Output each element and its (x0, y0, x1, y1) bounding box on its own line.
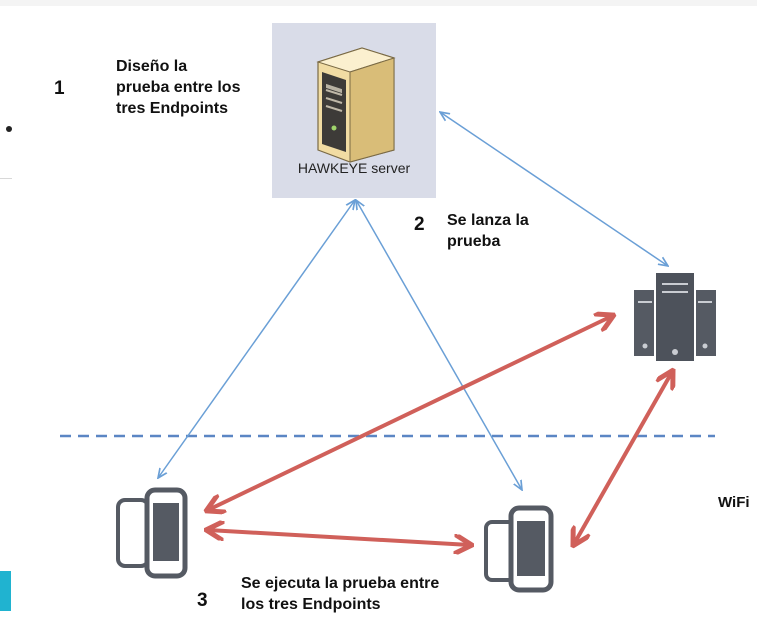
step-1-text: Diseño la prueba entre los tres Endpoint… (116, 58, 241, 117)
wifi-label: WiFi (718, 494, 750, 511)
left-frame-tab (0, 571, 11, 611)
step-2-text: Se lanza la prueba (447, 212, 529, 250)
step-3-number: 3 (197, 590, 208, 611)
step-3-note: Se ejecuta la prueba entre los tres Endp… (241, 573, 439, 615)
test-arrow-left-phones-rack (208, 316, 612, 510)
control-arrow-server-rack (440, 112, 668, 266)
step-1-number: 1 (54, 78, 65, 99)
server-rack-icon (634, 271, 716, 363)
top-strip (0, 0, 757, 6)
test-arrow-right-phones-rack (574, 372, 672, 544)
step-2-number: 2 (414, 214, 425, 235)
smartphones-icon (484, 505, 554, 593)
tower-server-icon (316, 47, 396, 163)
test-arrow-left-right-phones (208, 530, 470, 545)
left-frame-divider (0, 178, 12, 179)
control-arrow-server-left-phones (158, 200, 355, 478)
left-frame-dot (6, 126, 12, 132)
step-3-text: Se ejecuta la prueba entre los tres Endp… (241, 575, 440, 613)
step-1-note: Diseño la prueba entre los tres Endpoint… (116, 56, 240, 119)
smartphones-icon (116, 487, 188, 579)
step-2-note: Se lanza la prueba (447, 210, 529, 252)
server-label: HAWKEYE server (297, 160, 411, 176)
